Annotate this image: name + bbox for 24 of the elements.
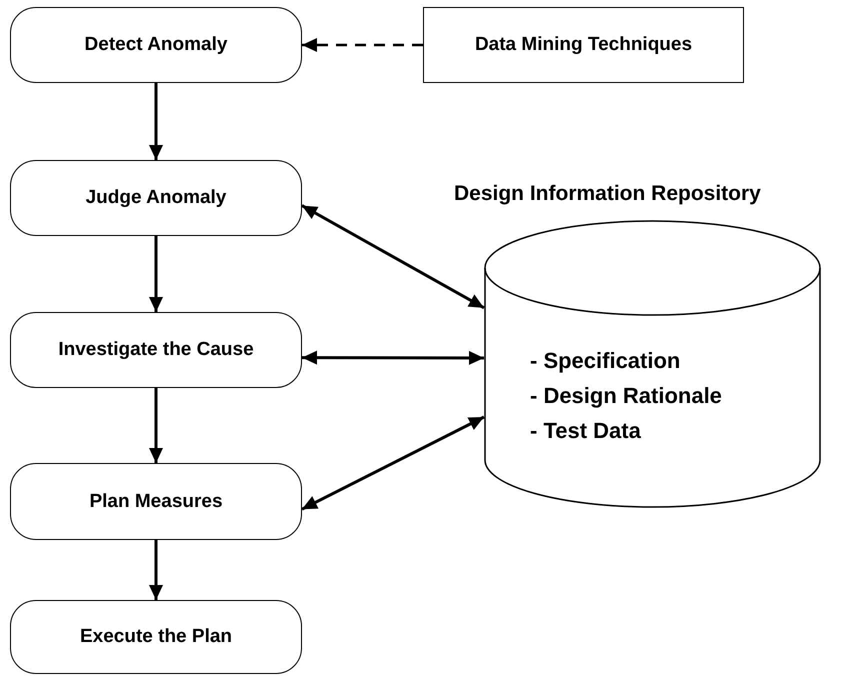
repository-title: Design Information Repository bbox=[454, 182, 761, 206]
step-label: Investigate the Cause bbox=[58, 339, 254, 361]
step-label: Plan Measures bbox=[89, 490, 223, 512]
list-item: - Specification bbox=[530, 348, 680, 374]
arrow bbox=[149, 388, 163, 463]
step-label: Detect Anomaly bbox=[84, 34, 228, 56]
dashed-arrow bbox=[302, 38, 423, 52]
double-arrow bbox=[302, 350, 484, 365]
arrow bbox=[149, 540, 163, 600]
source-box bbox=[423, 7, 744, 83]
process-box bbox=[10, 7, 302, 83]
process-box bbox=[10, 312, 302, 388]
list-item: - Design Rationale bbox=[530, 383, 722, 409]
step-label: Data Mining Techniques bbox=[474, 34, 692, 56]
double-arrow bbox=[301, 204, 485, 310]
double-arrow bbox=[301, 416, 485, 511]
process-box bbox=[10, 463, 302, 540]
arrow bbox=[149, 236, 163, 312]
process-box bbox=[10, 160, 302, 236]
arrow bbox=[149, 83, 163, 160]
step-label: Judge Anomaly bbox=[86, 187, 226, 209]
step-label: Execute the Plan bbox=[80, 626, 232, 648]
process-box bbox=[10, 600, 302, 674]
list-item: - Test Data bbox=[530, 418, 641, 444]
